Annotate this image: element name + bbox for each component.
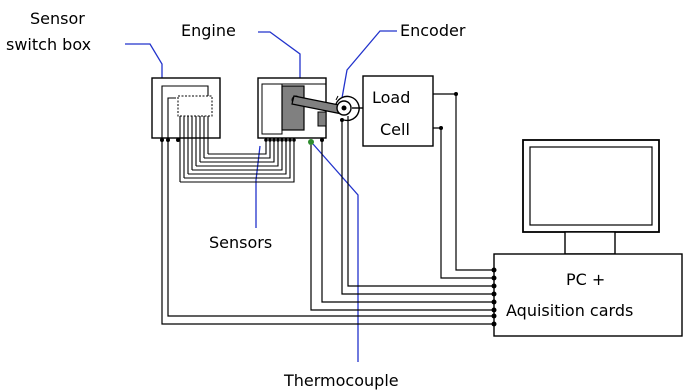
encoder-leader [341, 30, 397, 99]
encoder-label: Encoder [400, 21, 466, 40]
thermocouple-label: Thermocouple [283, 371, 399, 390]
sensors-leader [255, 145, 261, 228]
sensor-switch-box [151, 77, 221, 140]
engine-leader [258, 31, 301, 78]
encoder-wire [347, 116, 494, 287]
sensor-switch-box-leader [125, 43, 163, 84]
encoder [335, 95, 360, 122]
piston [281, 85, 305, 131]
pc-label-line2: Aquisition cards [506, 301, 633, 320]
load-cell-label-line2: Cell [380, 120, 410, 139]
load-cell-label-line1: Load [372, 88, 410, 107]
pc-acquisition-box: PC + Aquisition cards [493, 253, 683, 337]
sensor-switch-box-label-line1: Sensor [30, 9, 85, 28]
switch-box-connector-ribbon [179, 116, 209, 182]
thermocouple-leader [312, 143, 359, 362]
thermocouple-wire-2 [310, 145, 494, 311]
load-cell-wire-1 [433, 93, 494, 271]
switch-box-wire-1 [167, 140, 494, 317]
load-cell: Load Cell [362, 75, 434, 147]
engine [257, 77, 345, 139]
engine-sensor-ribbon [180, 138, 295, 183]
thermocouple-wire [321, 138, 494, 303]
encoder-wire-2 [341, 120, 494, 295]
pc-monitor [522, 139, 660, 255]
pc-label-line1: PC + [566, 270, 605, 289]
pc-junction-dots [491, 267, 497, 327]
sensors-label: Sensors [209, 233, 272, 252]
load-cell-wire-2 [433, 127, 494, 279]
switch-box-wire-2 [161, 140, 494, 325]
sensor-switch-box-label-line2: switch box [6, 35, 91, 54]
engine-label: Engine [181, 21, 236, 40]
component-junction-dots [160, 92, 458, 142]
thermocouple-marker [308, 139, 314, 145]
